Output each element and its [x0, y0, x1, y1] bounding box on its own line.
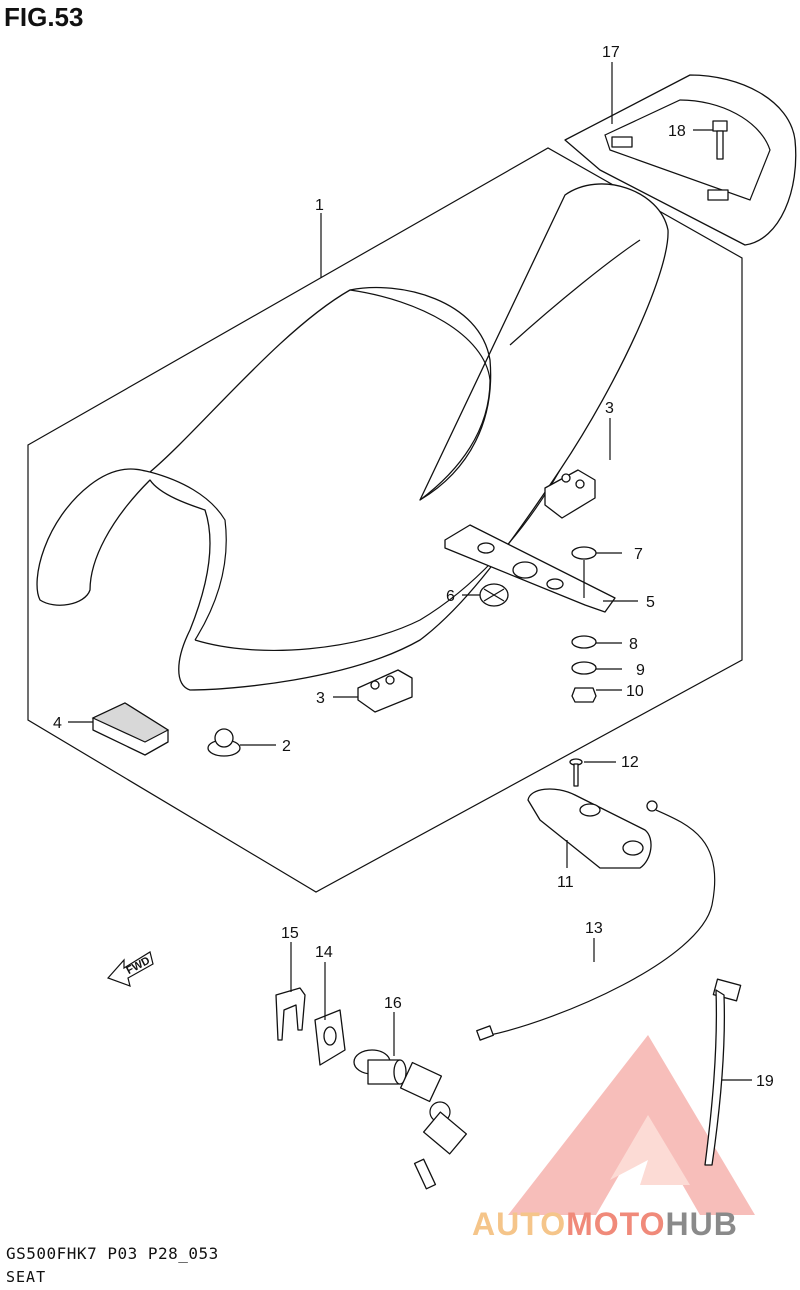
seat-bracket-part	[444, 524, 616, 613]
callout-7: 7	[634, 546, 643, 563]
callout-13: 13	[585, 920, 603, 937]
lock-set-part	[353, 1049, 468, 1190]
callout-5: 5	[646, 594, 655, 611]
callout-11: 11	[557, 874, 574, 891]
fwd-label: FWD	[124, 955, 152, 977]
tool-kit-part	[91, 702, 170, 756]
screw-part	[569, 758, 583, 787]
callout-18: 18	[668, 123, 686, 140]
washer-part	[571, 546, 597, 560]
callout-1: 1	[315, 197, 324, 214]
seat-lock-cable-part	[476, 800, 716, 1041]
cap-part	[207, 728, 241, 757]
watermark-text: AUTOMOTOHUB	[472, 1206, 738, 1243]
seat-part	[36, 183, 669, 691]
callout-2: 2	[282, 738, 291, 755]
diagram-code: GS500FHK7 P03 P28_053	[6, 1244, 219, 1263]
callout-3-lower: 3	[316, 690, 325, 707]
callout-8: 8	[629, 636, 638, 653]
leader-lines	[68, 62, 752, 1081]
rear-cowl-part	[564, 74, 797, 246]
plate-part	[314, 1009, 346, 1066]
callout-17: 17	[602, 44, 620, 61]
callout-15: 15	[281, 925, 299, 942]
clip-part	[275, 987, 306, 1041]
callout-4: 4	[53, 715, 62, 732]
callout-12: 12	[621, 754, 639, 771]
cable-tie-part	[704, 978, 742, 1166]
callout-6: 6	[446, 588, 455, 605]
seat-bumper-part	[544, 469, 596, 519]
assembly-frame	[27, 147, 743, 893]
figure-title: FIG.53	[4, 2, 84, 32]
watermark-moto: MOTO	[566, 1206, 666, 1242]
cowl-tab	[611, 136, 633, 148]
lock-bracket-part	[527, 788, 652, 869]
callout-9: 9	[636, 662, 645, 679]
diagram-name: SEAT	[6, 1268, 47, 1286]
callout-3-upper: 3	[605, 400, 614, 417]
seat-bumper-part	[357, 669, 413, 713]
callout-labels: 1 2 3 3 4 5 6 7 8 9 10 11 12 13 14 15 16…	[53, 44, 774, 1090]
callout-14: 14	[315, 944, 333, 961]
cowl-tab	[707, 189, 729, 201]
cushion-part	[479, 583, 509, 607]
watermark-logo-icon	[508, 1035, 755, 1215]
bolt-part	[712, 120, 728, 160]
watermark-auto: AUTO	[472, 1206, 567, 1242]
watermark-hub: HUB	[665, 1206, 738, 1242]
callout-16: 16	[384, 995, 402, 1012]
callout-19: 19	[756, 1073, 774, 1090]
forward-direction-arrow: FWD	[106, 951, 154, 987]
callout-10: 10	[626, 683, 644, 700]
nut-part	[571, 687, 597, 703]
washer-part	[571, 635, 597, 649]
washer-part	[571, 661, 597, 675]
